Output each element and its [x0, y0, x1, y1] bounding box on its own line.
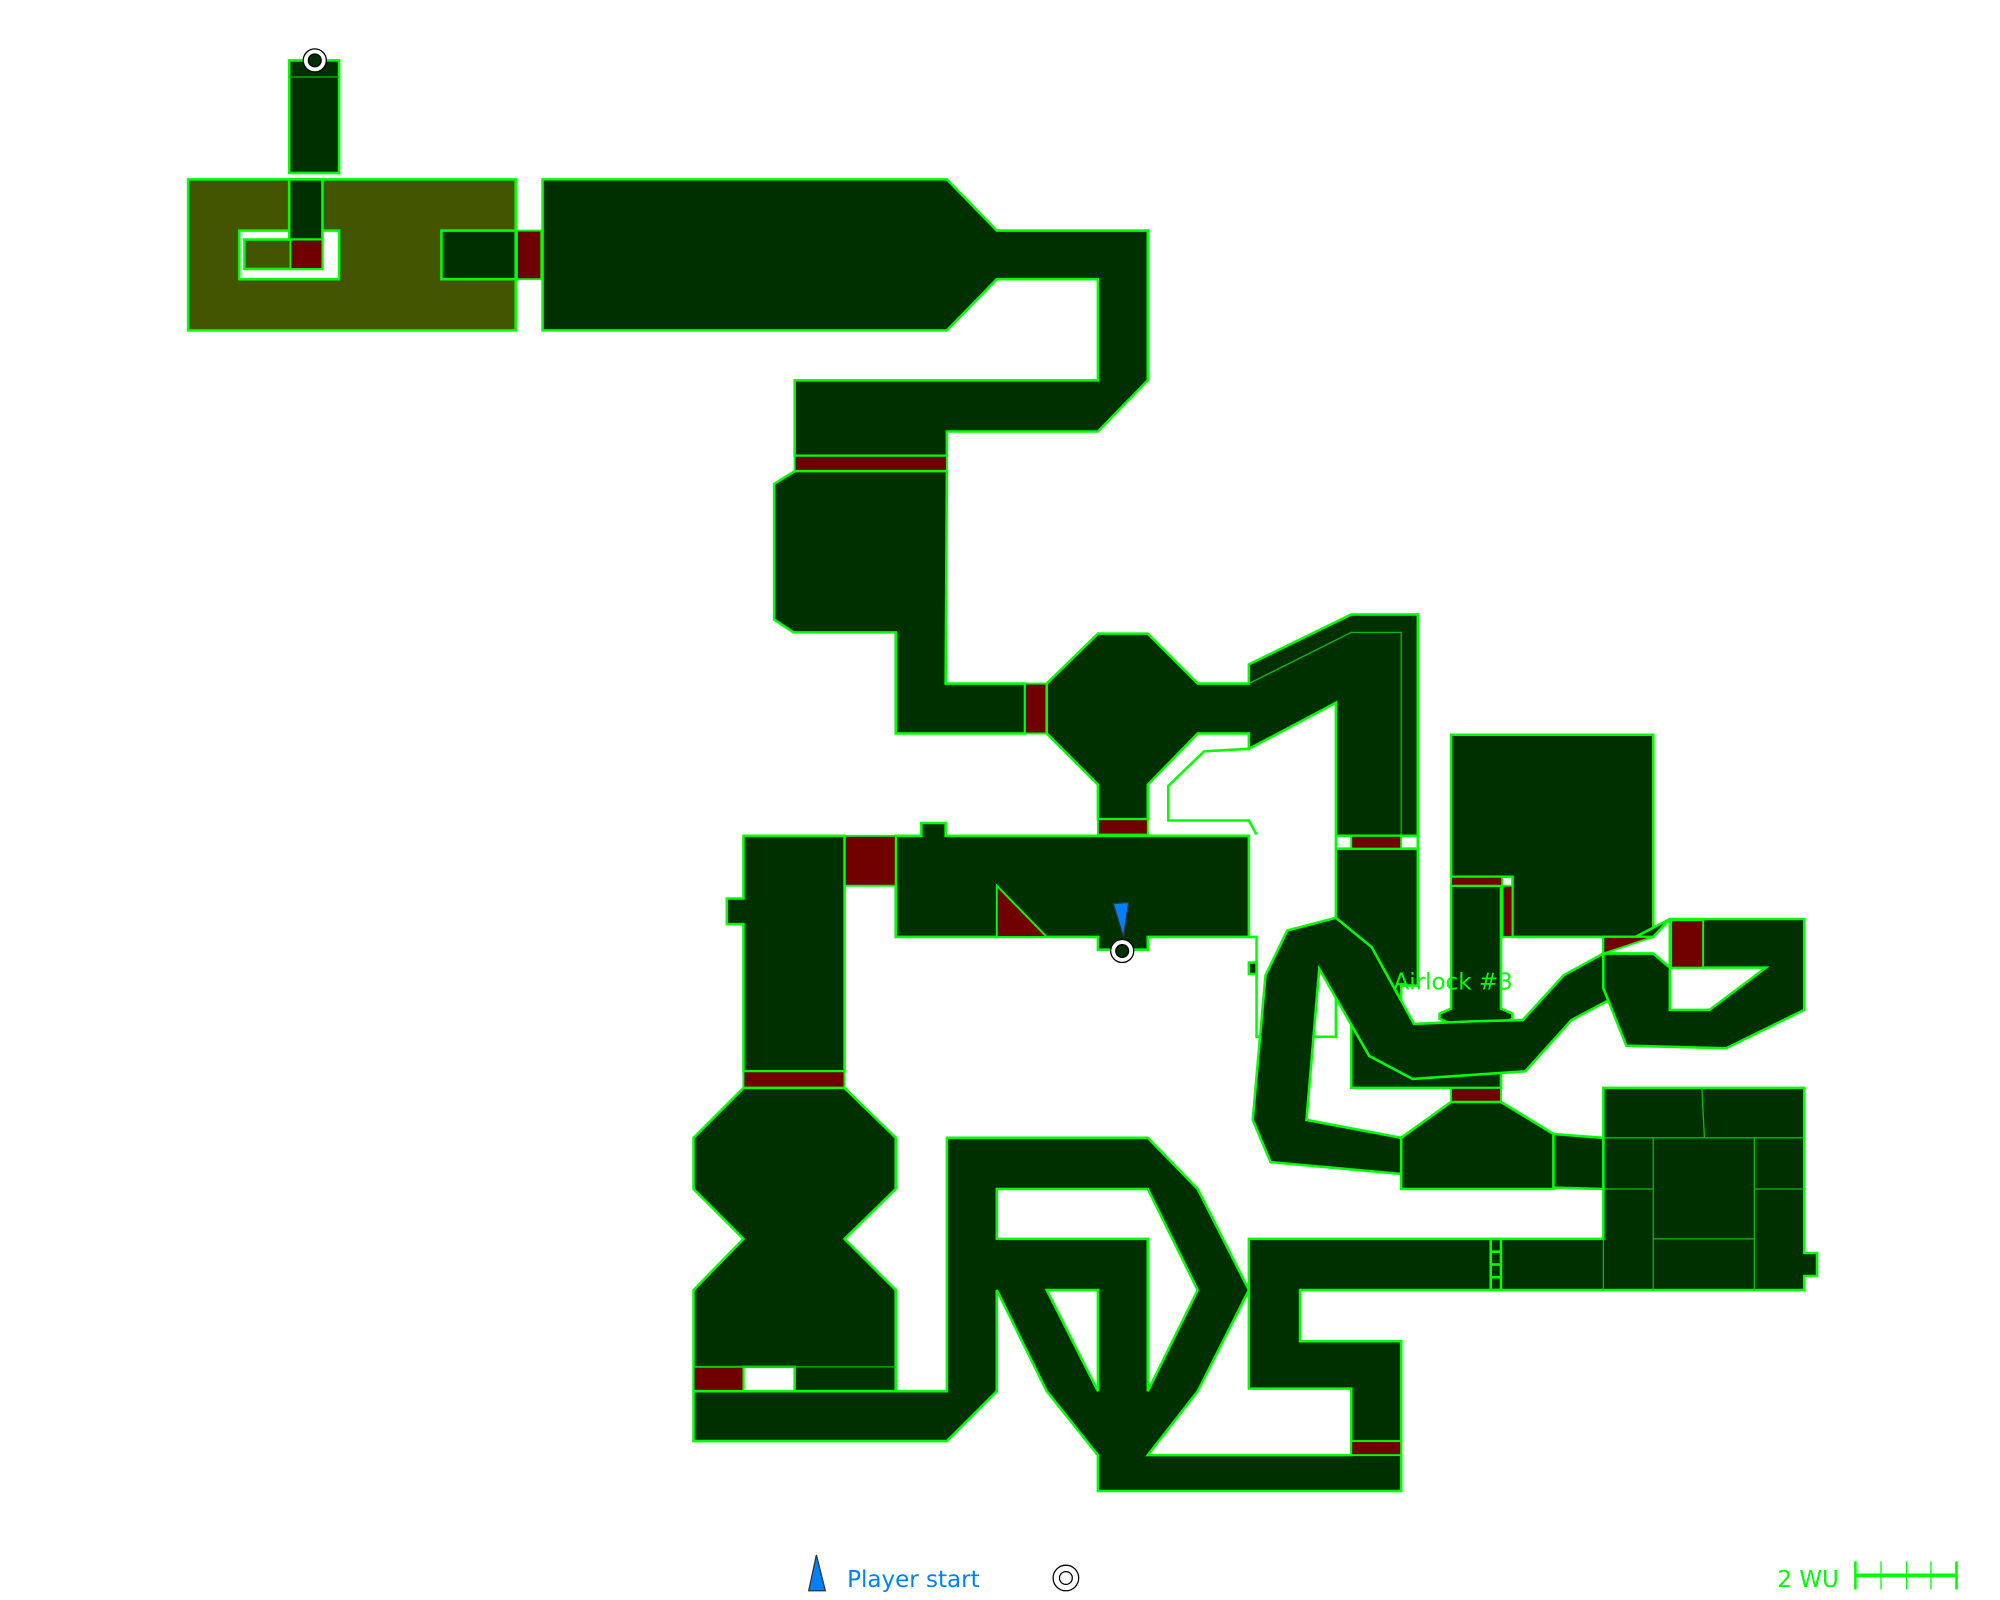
- door: [515, 229, 543, 281]
- door: [1350, 1440, 1403, 1457]
- airlock-label: Airlock #3: [1393, 969, 1512, 995]
- west-column: [725, 834, 846, 1073]
- west-room: [772, 469, 1027, 735]
- waypoint-circle-icon[interactable]: [302, 48, 327, 73]
- door: [1023, 682, 1048, 735]
- door: [692, 1365, 745, 1393]
- scale-bar: [1854, 1561, 1958, 1590]
- hazard: [995, 883, 1049, 938]
- corridor: [440, 229, 517, 281]
- waypoint-circle-icon: [1052, 1564, 1080, 1592]
- door: [1096, 818, 1149, 836]
- player-start-marker[interactable]: [1110, 901, 1135, 964]
- legend-player-start: Player start: [847, 1567, 980, 1593]
- olive-room: [186, 59, 517, 332]
- door: [1350, 834, 1403, 850]
- door: [1670, 919, 1705, 969]
- door: [843, 834, 897, 887]
- player-start-triangle: [807, 1554, 827, 1592]
- door: [1501, 884, 1514, 938]
- door: [289, 238, 324, 270]
- south-corridor: [692, 1086, 1819, 1493]
- far-east-room: [1602, 917, 1806, 1050]
- ladder: [1489, 1237, 1503, 1292]
- main-room: [894, 821, 1251, 951]
- north-hall: [541, 178, 1150, 458]
- octagon-hub: [1045, 613, 1420, 838]
- door: [793, 454, 948, 473]
- south-octagon: [692, 1086, 897, 1393]
- legend: Player start 2 WU: [807, 1554, 1958, 1593]
- scale-label: 2 WU: [1777, 1567, 1839, 1593]
- door: [1450, 875, 1504, 887]
- door: [1450, 1086, 1502, 1103]
- door: [742, 1070, 846, 1089]
